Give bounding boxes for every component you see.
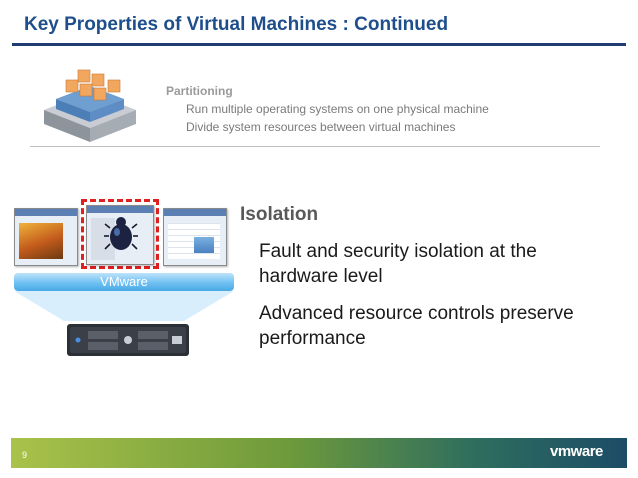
bug-icon <box>104 217 138 250</box>
isolated-vm-highlight <box>81 199 159 269</box>
title-underline <box>12 43 626 46</box>
isolation-line-1: Fault and security isolation at the <box>259 241 537 262</box>
isolation-line-3: Advanced resource controls preserve <box>259 303 574 324</box>
partitioning-heading: Partitioning <box>166 84 233 98</box>
isolation-line-2: hardware level <box>259 266 383 287</box>
vmware-layer-bar: VMware <box>14 273 234 291</box>
partitioning-cubes-icon <box>44 69 136 142</box>
partitioning-line-1: Run multiple operating systems on one ph… <box>186 102 489 116</box>
slide-title: Key Properties of Virtual Machines : Con… <box>24 14 449 35</box>
partitioning-line-2: Divide system resources between virtual … <box>186 120 456 134</box>
autumn-photo <box>19 223 63 259</box>
page-number: 9 <box>22 450 28 460</box>
server-icon <box>67 324 189 356</box>
isolation-heading: Isolation <box>240 204 319 225</box>
section-divider <box>30 146 600 147</box>
vm-screen-autumn <box>14 208 78 266</box>
isolation-line-4: performance <box>259 328 366 349</box>
footer-bar <box>11 438 627 468</box>
vm-screen-spreadsheet <box>163 208 227 266</box>
vmware-logo: vmware <box>550 443 603 460</box>
hypervisor-beam <box>14 291 234 321</box>
